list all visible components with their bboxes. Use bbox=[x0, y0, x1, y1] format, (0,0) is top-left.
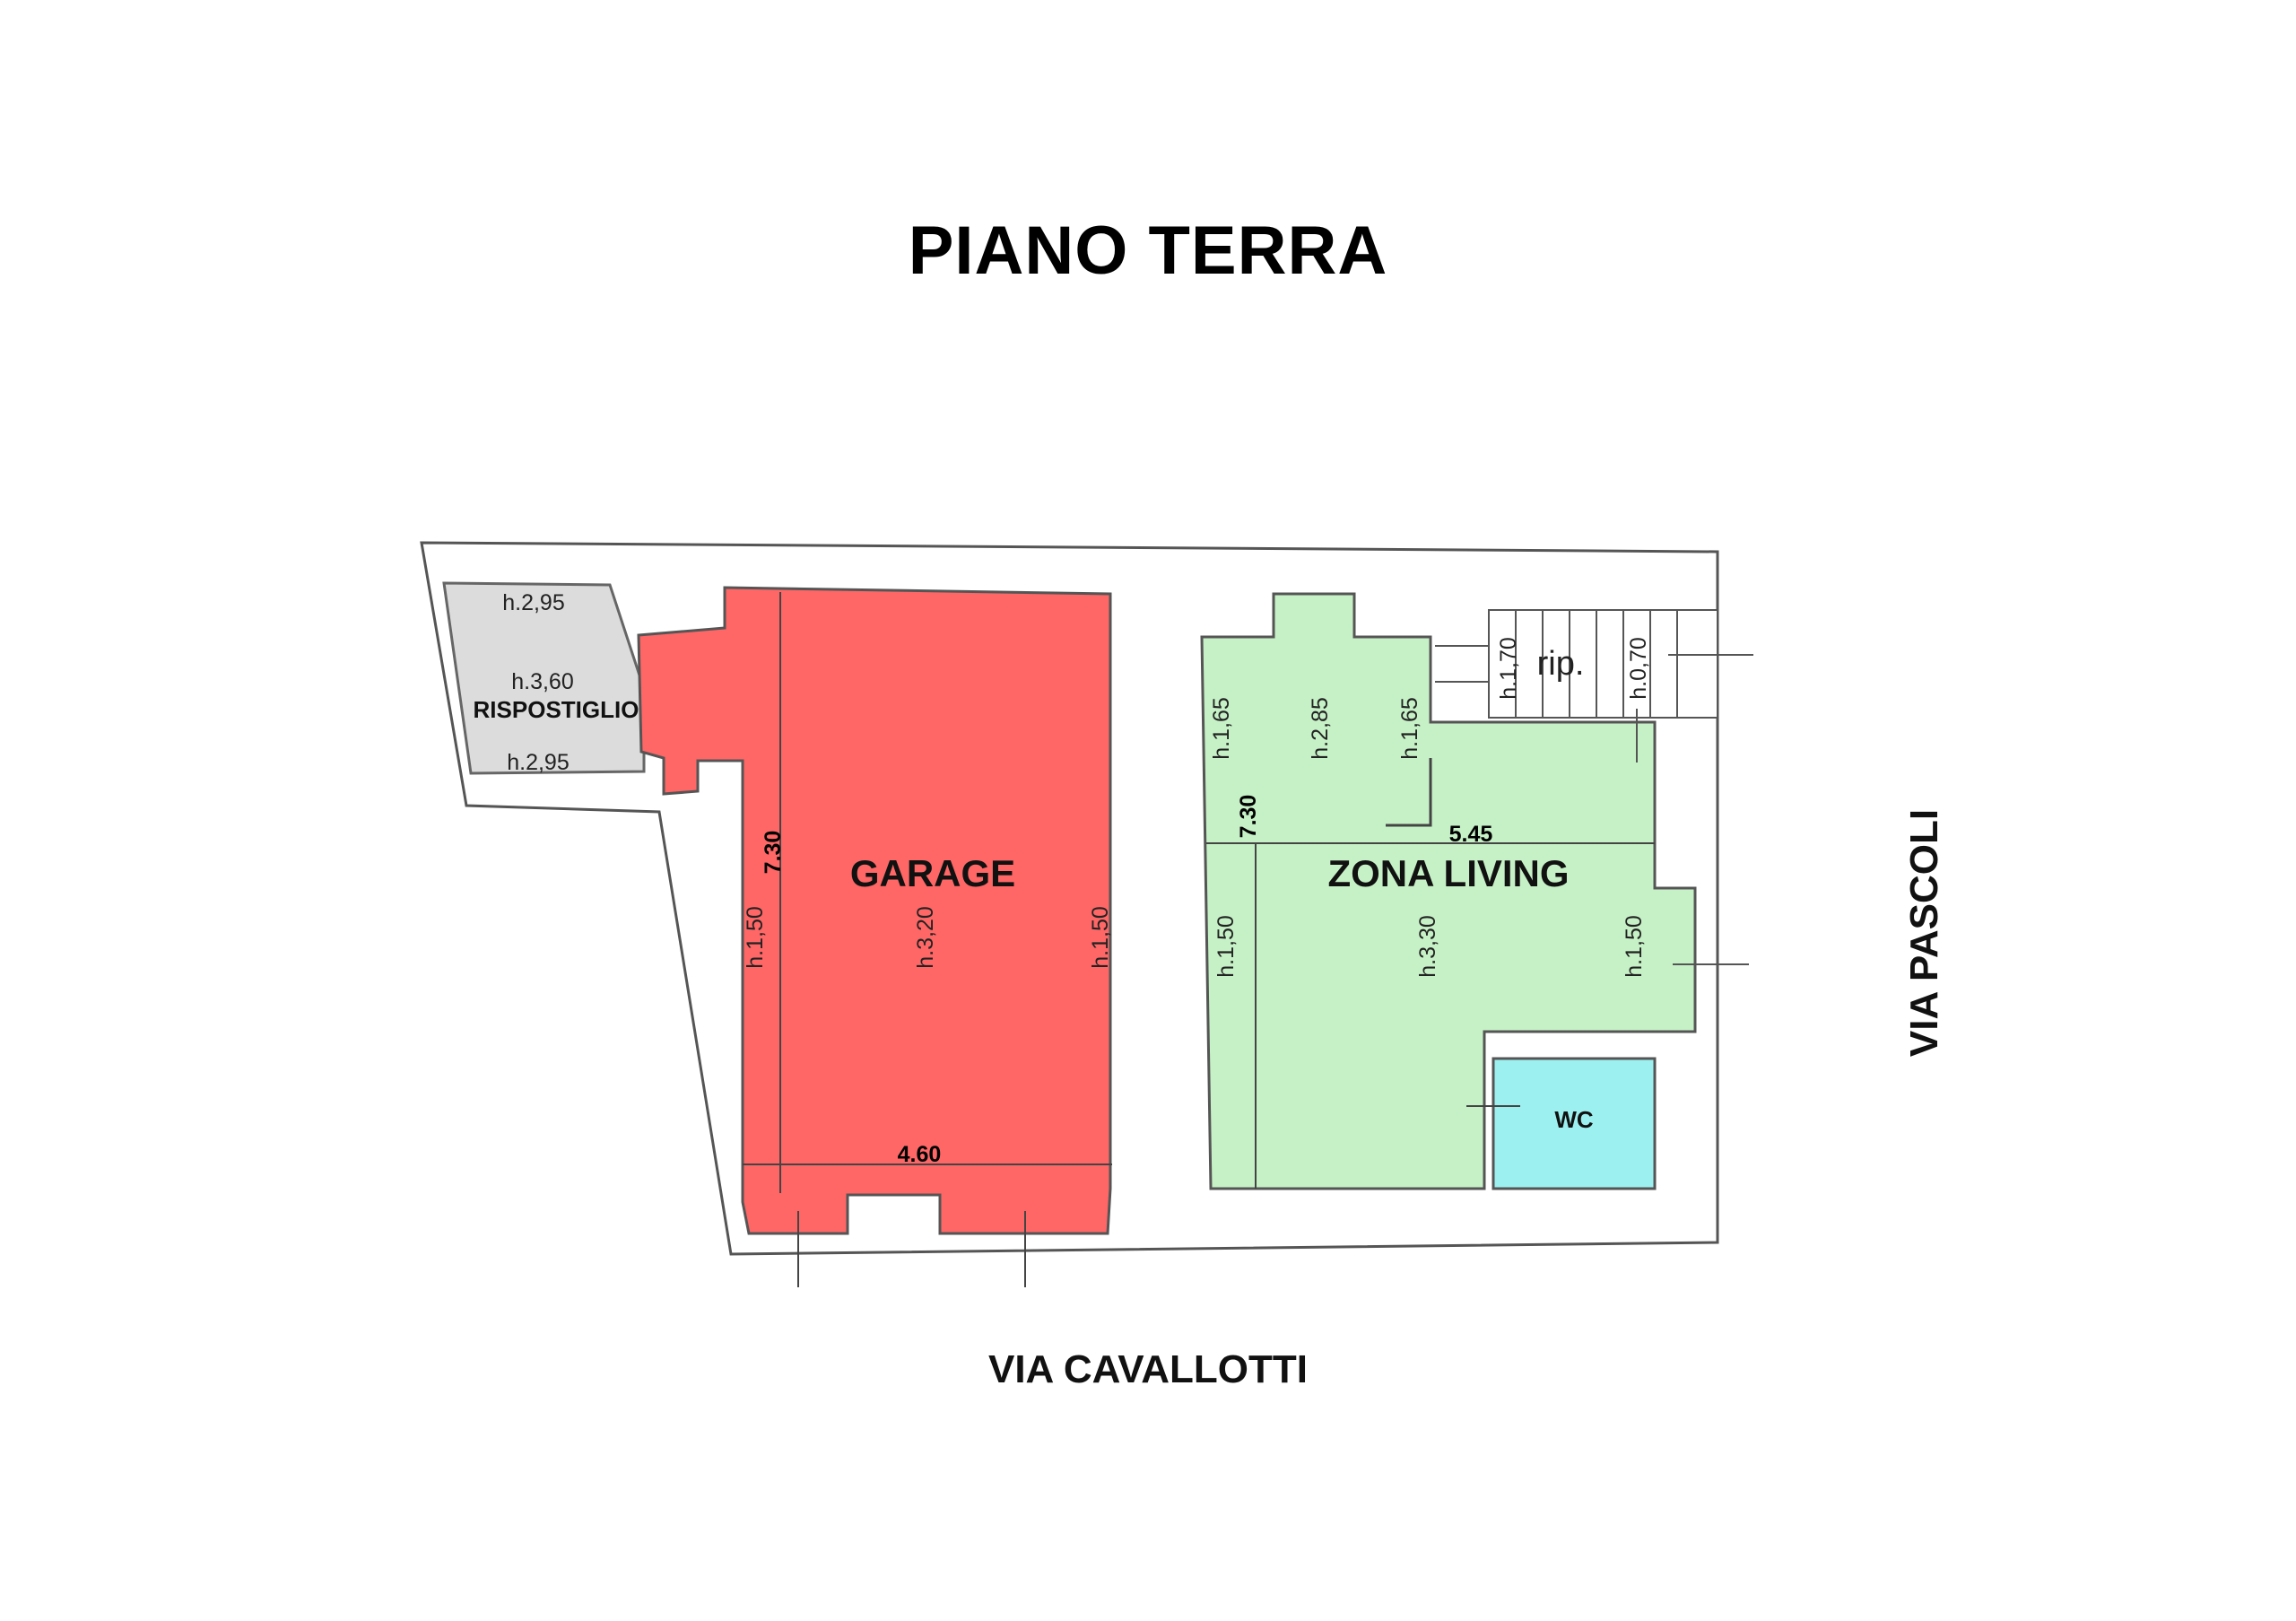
living-height-top-center: h.2,85 bbox=[1308, 697, 1333, 760]
garage-height-center: h.3,20 bbox=[913, 906, 938, 969]
ripostiglio-height-top: h.2,95 bbox=[502, 590, 565, 615]
garage-dim-depth: 7.30 bbox=[761, 831, 786, 875]
stair-area bbox=[1435, 609, 1753, 965]
garage-label: GARAGE bbox=[850, 852, 1015, 894]
stair-height-left: h.1,70 bbox=[1496, 637, 1521, 700]
street-label-bottom: VIA CAVALLOTTI bbox=[987, 1347, 1309, 1391]
garage-height-right: h.1,50 bbox=[1088, 906, 1113, 969]
page-title: PIANO TERRA bbox=[908, 213, 1388, 289]
garage-height-left: h.1,50 bbox=[743, 906, 768, 969]
living-dim-depth: 7.30 bbox=[1236, 795, 1261, 839]
stair-height-right: h.0,70 bbox=[1626, 637, 1651, 700]
living-height-top-left: h.1,65 bbox=[1209, 697, 1234, 760]
street-label-right: VIA PASCOLI bbox=[1902, 808, 1946, 1058]
living-inner-partition bbox=[1386, 758, 1432, 827]
ripostiglio-height-bottom: h.2,95 bbox=[507, 750, 570, 775]
living-height-top-right: h.1,65 bbox=[1397, 697, 1422, 760]
garage-room bbox=[637, 586, 1112, 1235]
ripostiglio-label: RISPOSTIGLIO bbox=[474, 696, 639, 723]
stair-label: rip. bbox=[1537, 645, 1585, 683]
living-dim-width: 5.45 bbox=[1449, 822, 1493, 847]
lot-boundary bbox=[420, 541, 1719, 1256]
living-label: ZONA LIVING bbox=[1327, 852, 1569, 894]
wc-room bbox=[1492, 1057, 1657, 1190]
garage-dim-width: 4.60 bbox=[898, 1142, 942, 1167]
living-height-main-right: h.1,50 bbox=[1622, 915, 1647, 978]
living-height-main-center: h.3,30 bbox=[1415, 915, 1440, 978]
wc-label: WC bbox=[1554, 1106, 1594, 1133]
living-height-main-left: h.1,50 bbox=[1213, 915, 1239, 978]
living-room bbox=[1200, 592, 1697, 1190]
ripostiglio-height-center: h.3,60 bbox=[511, 669, 574, 694]
